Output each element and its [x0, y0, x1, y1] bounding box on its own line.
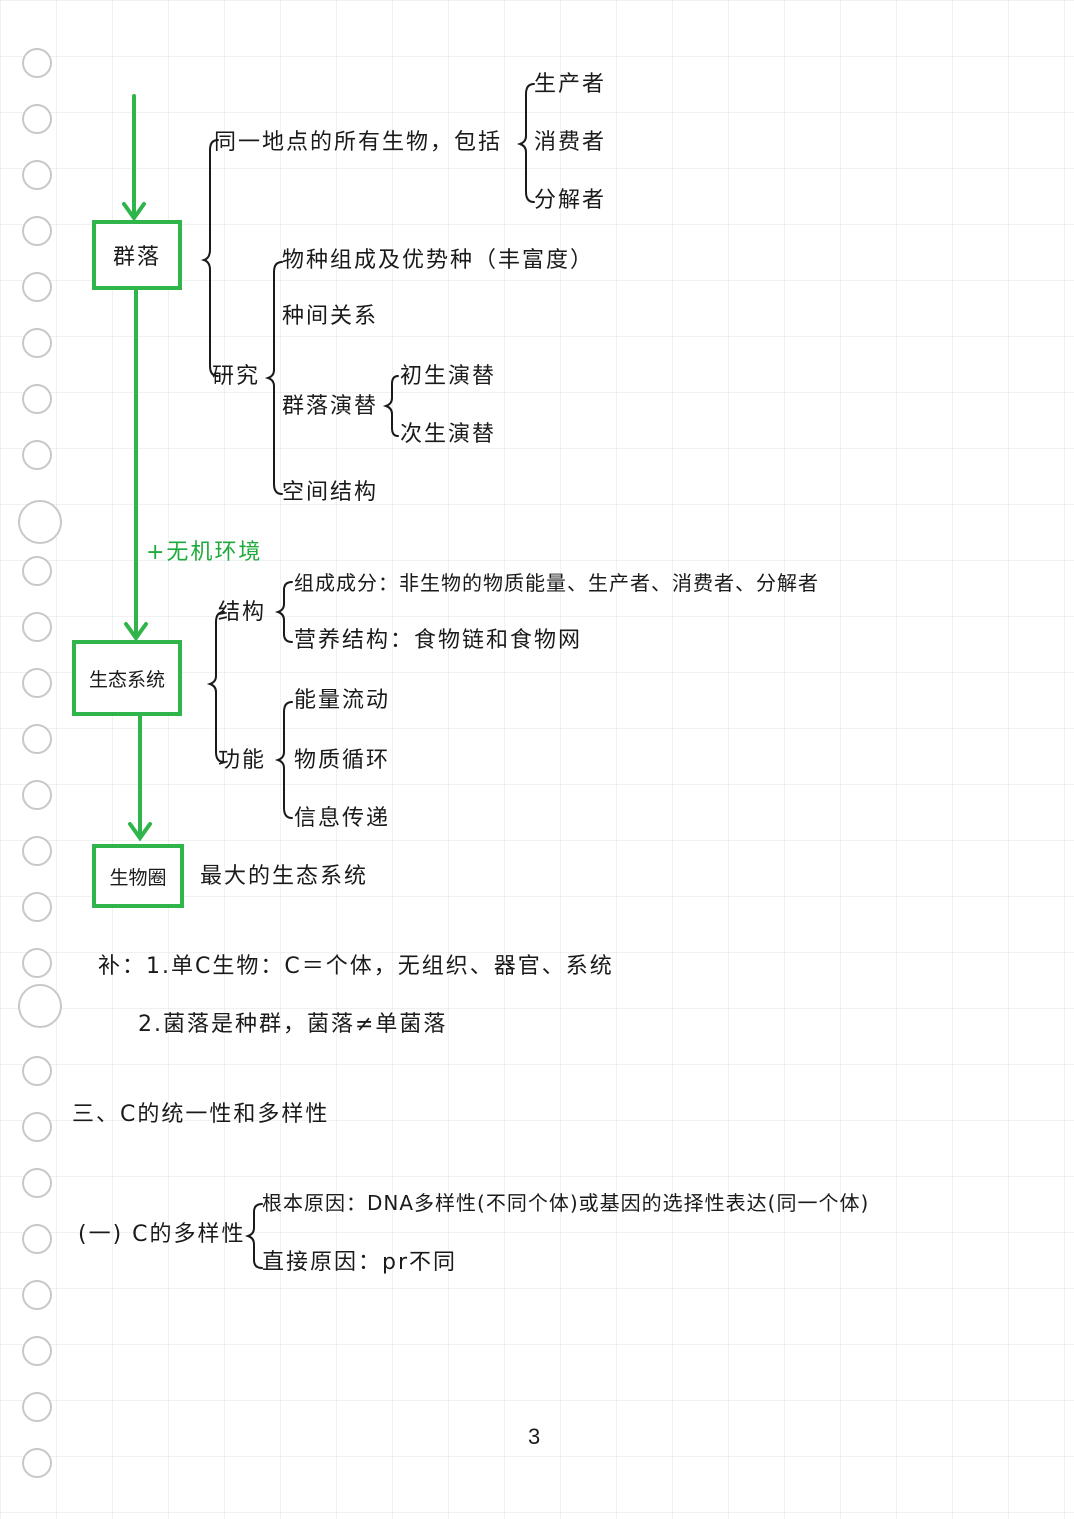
structure-nutrition: 营养结构：食物链和食物网: [294, 628, 583, 653]
structure-components: 组成成分：非生物的物质能量、生产者、消费者、分解者: [294, 571, 819, 595]
secondary-succession: 次生演替: [400, 422, 497, 447]
bracket: [244, 1203, 263, 1269]
binder-ring: [22, 948, 52, 978]
decomposer-label: 分解者: [534, 188, 607, 213]
arrow-head: [122, 202, 146, 222]
consumer-label: 消费者: [534, 130, 607, 155]
binder-ring: [22, 328, 52, 358]
community-definition: 同一地点的所有生物，包括: [214, 130, 503, 155]
binder-ring: [22, 1336, 52, 1366]
binder-ring: [18, 500, 62, 544]
binder-ring: [22, 440, 52, 470]
primary-succession: 初生演替: [400, 364, 497, 389]
section-title: 三、C的统一性和多样性: [72, 1102, 330, 1127]
bracket: [264, 261, 283, 495]
binder-ring: [22, 612, 52, 642]
binder-ring: [22, 1448, 52, 1478]
ecosystem-box: 生态系统: [72, 640, 182, 716]
bracket: [200, 139, 219, 377]
binder-ring: [22, 1112, 52, 1142]
binder-ring: [22, 160, 52, 190]
binder-ring: [22, 216, 52, 246]
supplement-line-1: 补：1.单C生物：C＝个体，无组织、器官、系统: [98, 954, 614, 979]
bracket: [206, 611, 225, 763]
binder-ring: [22, 48, 52, 78]
binder-ring: [22, 668, 52, 698]
supplement-line-2: 2.菌落是种群，菌落≠单菌落: [138, 1012, 448, 1037]
function-information: 信息传递: [294, 806, 391, 831]
function-energy-flow: 能量流动: [294, 688, 391, 713]
binder-ring: [22, 1392, 52, 1422]
binder-ring: [22, 724, 52, 754]
binder-ring: [22, 1168, 52, 1198]
biosphere-description: 最大的生态系统: [200, 864, 369, 889]
binder-ring: [22, 1224, 52, 1254]
root-cause: 根本原因：DNA多样性(不同个体)或基因的选择性表达(同一个体): [262, 1191, 870, 1215]
research-label: 研究: [212, 364, 261, 389]
binder-ring: [22, 1280, 52, 1310]
producer-label: 生产者: [534, 72, 607, 97]
function-material-cycle: 物质循环: [294, 748, 391, 773]
binder-ring: [22, 104, 52, 134]
biosphere-box-label: 生物圈: [109, 866, 167, 889]
bracket: [274, 701, 293, 819]
binder-ring: [22, 556, 52, 586]
bracket: [382, 375, 399, 437]
biosphere-box: 生物圈: [92, 844, 184, 908]
ecosystem-box-label: 生态系统: [88, 668, 165, 691]
diversity-label: (一) C的多样性: [78, 1222, 246, 1247]
research-item-spatial: 空间结构: [282, 480, 379, 505]
binder-ring: [22, 384, 52, 414]
arrow-head: [124, 622, 148, 642]
research-item-species: 物种组成及优势种（丰富度）: [282, 248, 595, 273]
bracket: [274, 581, 293, 643]
community-box: 群落: [92, 220, 182, 290]
bracket: [516, 83, 535, 203]
research-item-succession: 群落演替: [282, 394, 379, 419]
research-item-interspecies: 种间关系: [282, 304, 379, 329]
function-label: 功能: [218, 748, 267, 773]
direct-cause: 直接原因：pr不同: [262, 1250, 458, 1275]
structure-label: 结构: [218, 600, 267, 625]
binder-ring: [22, 780, 52, 810]
page-number: 3: [528, 1424, 541, 1449]
binder-ring: [22, 272, 52, 302]
binder-ring: [18, 984, 62, 1028]
binder-ring: [22, 892, 52, 922]
plus-environment-note: +无机环境: [146, 540, 263, 565]
community-box-label: 群落: [112, 245, 161, 270]
binder-ring: [22, 1056, 52, 1086]
arrow-head: [128, 822, 152, 842]
binder-ring: [22, 836, 52, 866]
